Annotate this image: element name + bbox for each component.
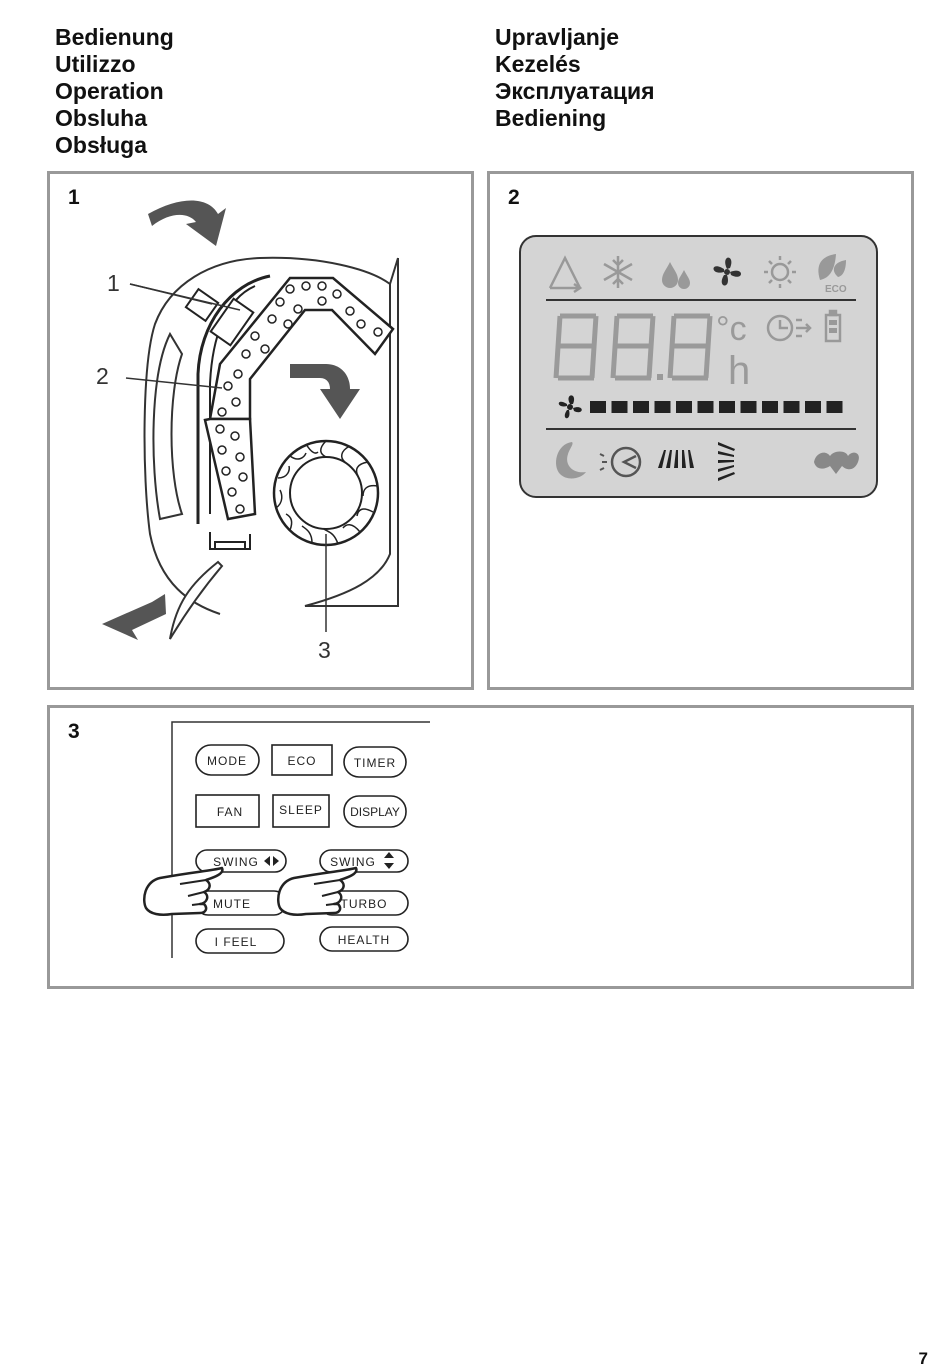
panel-1-number: 1 <box>68 186 80 209</box>
arrows-left-right-icon <box>264 856 279 866</box>
swing-up-down-button[interactable]: SWING <box>319 849 409 873</box>
svg-text:I FEEL: I FEEL <box>215 935 258 949</box>
airflow-down-arrow-icon <box>290 364 360 419</box>
panel-2: 2 ECO <box>487 171 914 690</box>
panel-3: 3 MODE ECO TIMER FAN SLEEP <box>47 705 914 989</box>
remote-control-diagram: MODE ECO TIMER FAN SLEEP DISPLAY <box>143 721 430 958</box>
heading-column-left: Bedienung Utilizzo Operation Obsluha Obs… <box>55 24 174 159</box>
svg-text:TIMER: TIMER <box>354 756 396 770</box>
heading-nl: Bediening <box>495 105 607 131</box>
svg-text:SLEEP: SLEEP <box>279 803 323 817</box>
mode-button[interactable]: MODE <box>195 744 260 776</box>
svg-text:SWING: SWING <box>330 855 376 869</box>
auto-mode-icon <box>548 255 583 294</box>
lcd-screen <box>519 235 878 498</box>
swing-left-right-button[interactable]: SWING <box>195 849 287 873</box>
heading-it: Utilizzo <box>55 51 136 77</box>
svg-text:TURBO: TURBO <box>341 897 388 911</box>
fan-speed-segment <box>654 401 671 413</box>
fan-speed-segment <box>805 401 821 413</box>
heading-column-right: Upravljanje Kezelés Эксплуатация Bedieni… <box>495 24 655 132</box>
cool-mode-icon <box>603 256 633 288</box>
fan-speed-segment <box>783 401 800 413</box>
fan-speed-segment <box>676 401 692 413</box>
swing-horizontal-icon <box>658 450 694 468</box>
swing-vertical-icon <box>718 442 735 481</box>
airflow-in-arrow-icon <box>148 200 226 246</box>
page-number: 7 <box>918 1349 928 1368</box>
fan-speed-segment <box>740 401 757 413</box>
heading-pl: Obsługa <box>55 132 148 158</box>
mute-button[interactable]: MUTE <box>195 890 287 916</box>
fan-speed-segment <box>719 401 735 413</box>
heading-de: Bedienung <box>55 24 174 50</box>
panel-1: 1 <box>47 171 474 690</box>
unit-outline <box>143 256 399 615</box>
turbo-muscle-icon <box>814 451 859 474</box>
pointing-hand-icon <box>277 866 358 916</box>
heading-en: Operation <box>55 78 164 104</box>
drain-tray <box>209 532 251 550</box>
fan-speed-segment <box>611 401 628 413</box>
svg-text:DISPLAY: DISPLAY <box>350 805 400 819</box>
svg-text:FAN: FAN <box>217 805 243 819</box>
timer-icon <box>766 314 812 342</box>
fan-mode-icon <box>713 257 741 286</box>
temperature-digits <box>553 313 713 381</box>
callout-1: 1 <box>107 270 120 296</box>
dry-mode-icon <box>662 262 690 289</box>
fan-speed-segment <box>826 401 843 413</box>
timer-button[interactable]: TIMER <box>343 746 407 778</box>
svg-text:HEALTH: HEALTH <box>338 933 390 947</box>
quiet-mode-icon <box>599 446 642 478</box>
pointing-hand-icon <box>143 866 224 916</box>
lcd-display-diagram: ECO °c h <box>519 235 878 498</box>
heading-ru: Эксплуатация <box>495 78 655 104</box>
fan-speed-segment <box>697 401 714 413</box>
celsius-unit: °c <box>716 310 747 348</box>
display-button[interactable]: DISPLAY <box>343 795 407 828</box>
sleep-button[interactable]: SLEEP <box>272 794 330 828</box>
health-button[interactable]: HEALTH <box>319 926 409 952</box>
filter-block <box>209 297 255 347</box>
fan-speed-segment <box>590 401 606 413</box>
svg-text:MUTE: MUTE <box>213 897 251 911</box>
fan-button[interactable]: FAN <box>195 794 260 828</box>
eco-button[interactable]: ECO <box>271 744 333 776</box>
panel-2-number: 2 <box>508 186 520 209</box>
fan-speed-bar <box>590 401 843 413</box>
eco-label: ECO <box>825 284 847 295</box>
hours-unit: h <box>728 349 750 393</box>
heading-cs: Obsluha <box>55 105 148 131</box>
louver-line <box>196 274 271 524</box>
fan-speed-segment <box>762 401 778 413</box>
callout-2: 2 <box>96 363 109 389</box>
svg-text:SWING: SWING <box>213 855 259 869</box>
svg-text:MODE: MODE <box>207 754 247 768</box>
panel-3-number: 3 <box>68 720 80 743</box>
heading-hu: Kezelés <box>495 51 581 77</box>
arrows-up-down-icon <box>384 852 394 869</box>
heading-sl: Upravljanje <box>495 24 619 50</box>
unit-airflow-diagram: 1 2 3 <box>96 200 399 663</box>
fan-speed-segment <box>633 401 649 413</box>
fan-speed-icon <box>558 395 582 419</box>
battery-icon <box>824 309 842 343</box>
heat-mode-icon <box>764 256 796 288</box>
sleep-moon-icon <box>556 442 586 479</box>
airflow-out-arrow-icon <box>102 594 166 640</box>
eco-leaf-icon: ECO <box>818 254 847 295</box>
svg-text:ECO: ECO <box>287 754 316 768</box>
callout-3: 3 <box>318 637 331 663</box>
ifeel-button[interactable]: I FEEL <box>195 928 285 954</box>
